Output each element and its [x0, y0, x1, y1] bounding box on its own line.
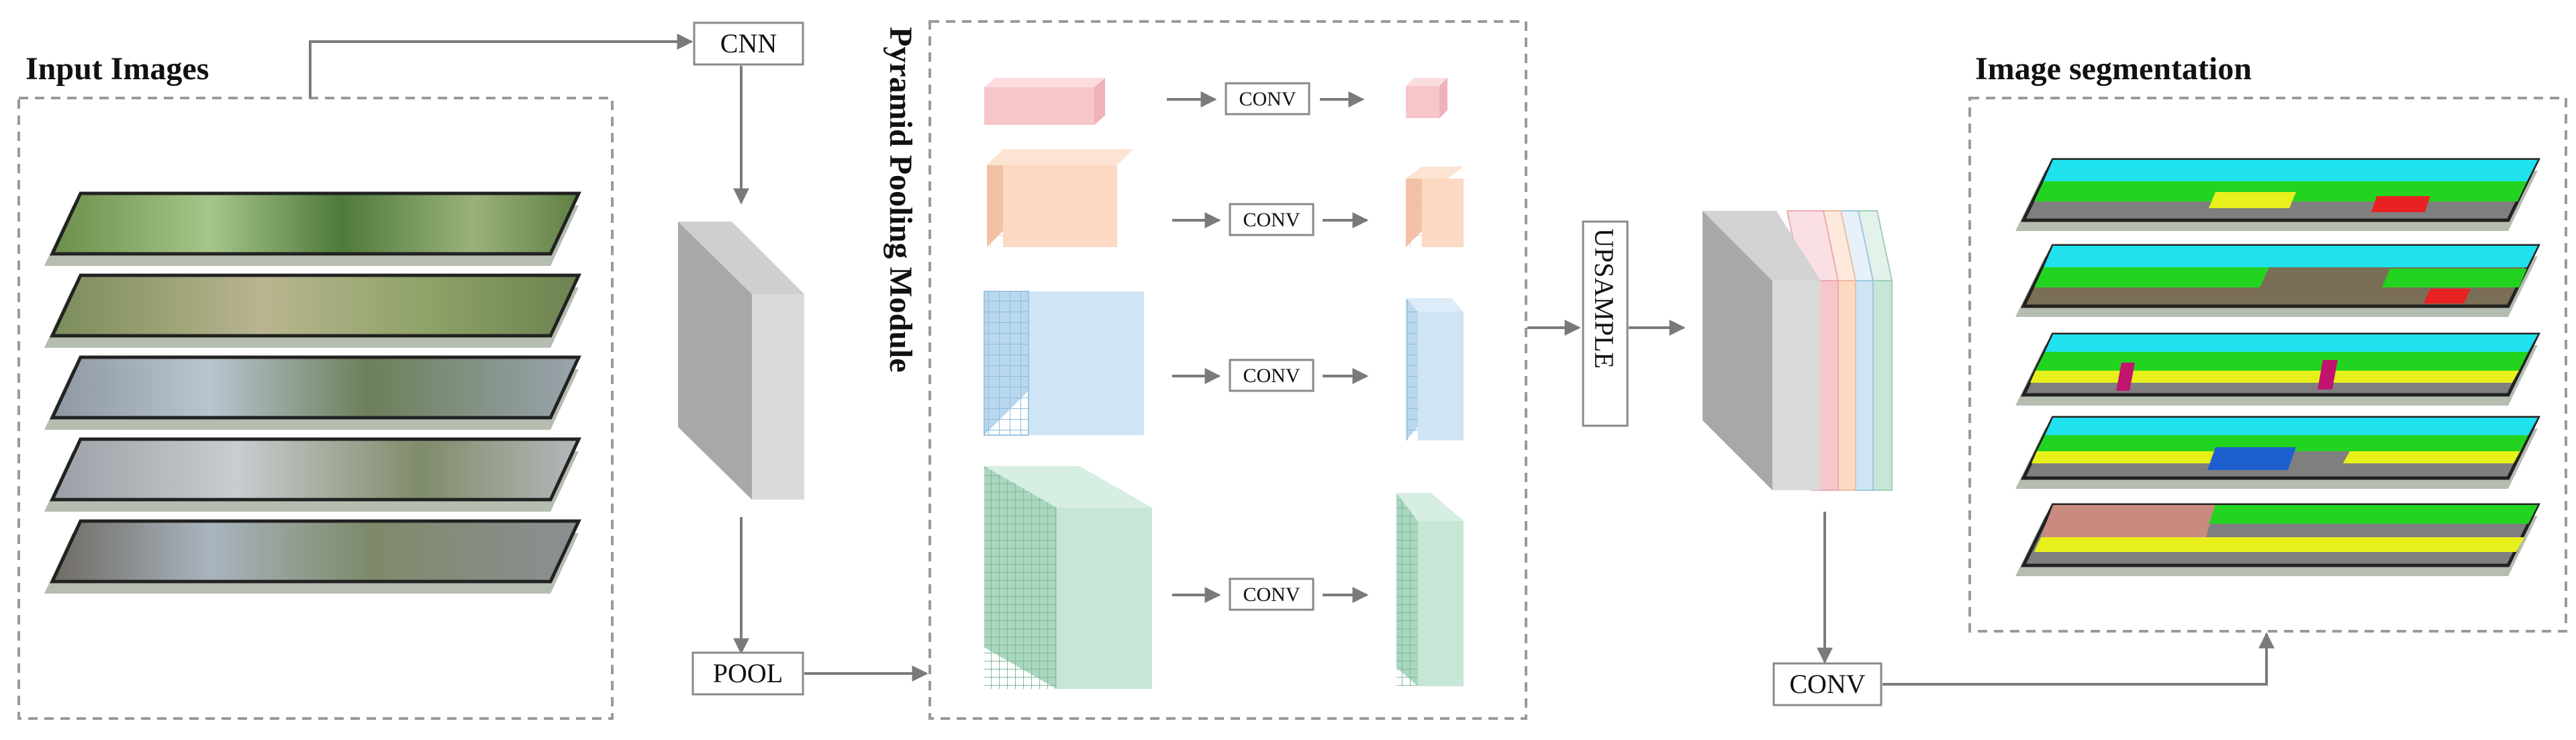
ppm-level-1-conv-box: [1225, 82, 1310, 115]
segmentation-image-2: [2015, 244, 2541, 317]
cnn-label: CNN: [720, 28, 777, 58]
ppm-level-4-output-block: [1396, 493, 1464, 686]
pool-label: POOL: [713, 658, 783, 688]
ppm-level-1-output-block: [1406, 78, 1447, 118]
final-conv-label: CONV: [1789, 669, 1865, 699]
concat-feature-map: [1703, 210, 1893, 491]
ppm-level-3-input-block: [984, 291, 1144, 436]
ppm-level-2-conv-box: [1229, 203, 1315, 236]
segmentation-image-1: [2015, 158, 2541, 231]
cnn-box: [693, 21, 804, 66]
input-image-2: [44, 273, 581, 348]
arrow-input-to-cnn: [309, 34, 694, 98]
ppm-level-1-conv-label: CONV: [1239, 88, 1296, 110]
ppm-level-4-input-block: [984, 466, 1152, 689]
pool-box: [691, 651, 804, 696]
ppm-level-4-conv-label: CONV: [1243, 584, 1300, 606]
segmentation-frame: [1968, 97, 2567, 633]
ppm-frame: [928, 20, 1527, 720]
ppm-level-1: CONV: [984, 78, 1447, 125]
ppm-level-2-output-block: [1406, 167, 1464, 247]
segmentation-image-3: [2015, 332, 2541, 406]
ppm-level-2-input-block: [987, 149, 1133, 247]
ppm-level-4: CONV: [984, 466, 1464, 689]
ppm-level-4-conv-box: [1229, 577, 1315, 611]
concat-layer-gray: [1703, 211, 1821, 490]
ppm-level-3-conv-box: [1229, 359, 1315, 392]
input-image-1: [44, 191, 581, 266]
ppm-level-2: CONV: [987, 149, 1464, 247]
upsample-box: [1582, 220, 1629, 427]
segmentation-stack: [2015, 158, 2541, 576]
feature-map-cuboid: [678, 222, 804, 500]
arrow-conv-to-segmentation: [1882, 632, 2275, 686]
segmentation-image-4: [2015, 416, 2541, 489]
ppm-level-3-conv-label: CONV: [1243, 365, 1300, 387]
ppm-level-3: CONV: [984, 291, 1464, 441]
input-image-3: [44, 355, 581, 430]
input-image-stack: [44, 191, 581, 594]
segmentation-image-5: [2015, 503, 2541, 576]
ppm-level-1-input-block: [984, 78, 1105, 125]
upsample-label: UPSAMPLE: [1589, 228, 1619, 369]
input-images-title: Input Images: [26, 51, 209, 87]
final-conv-box: [1772, 662, 1882, 706]
ppm-level-2-conv-label: CONV: [1243, 209, 1300, 231]
image-segmentation-title: Image segmentation: [1975, 51, 2252, 87]
input-image-4: [44, 437, 581, 512]
input-image-5: [44, 519, 581, 594]
input-images-frame: [17, 97, 614, 720]
ppm-level-3-output-block: [1406, 298, 1464, 441]
ppm-title: Pyramid Pooling Module: [883, 27, 918, 373]
